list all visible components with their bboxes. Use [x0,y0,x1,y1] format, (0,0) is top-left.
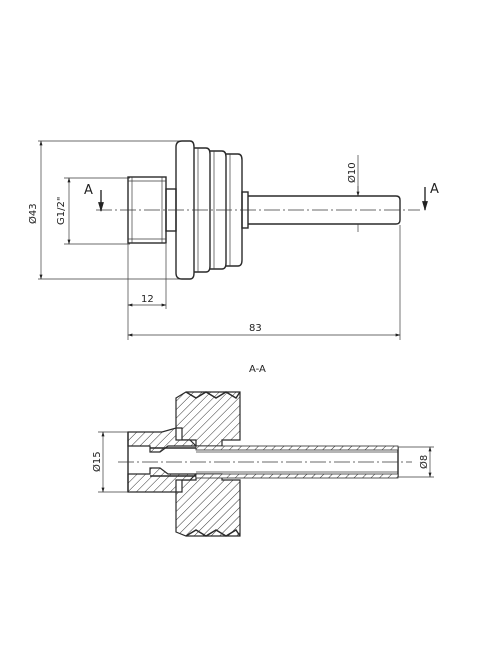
section-view: Ø15 Ø8 [91,391,434,537]
dim-diameter-10: Ø10 [346,162,358,183]
section-label: A-A [249,364,266,375]
section-marker-right: A [430,182,439,197]
dim-diameter-43: Ø43 [27,203,39,224]
dim-diameter-15: Ø15 [91,451,103,472]
section-marker-left: A [84,183,93,198]
dim-diameter-8: Ø8 [418,455,430,469]
dim-length-83: 83 [249,323,262,334]
side-view: Ø43 G1/2" Ø10 [27,140,439,340]
dim-length-12: 12 [141,294,154,305]
dim-thread: G1/2" [56,197,67,225]
